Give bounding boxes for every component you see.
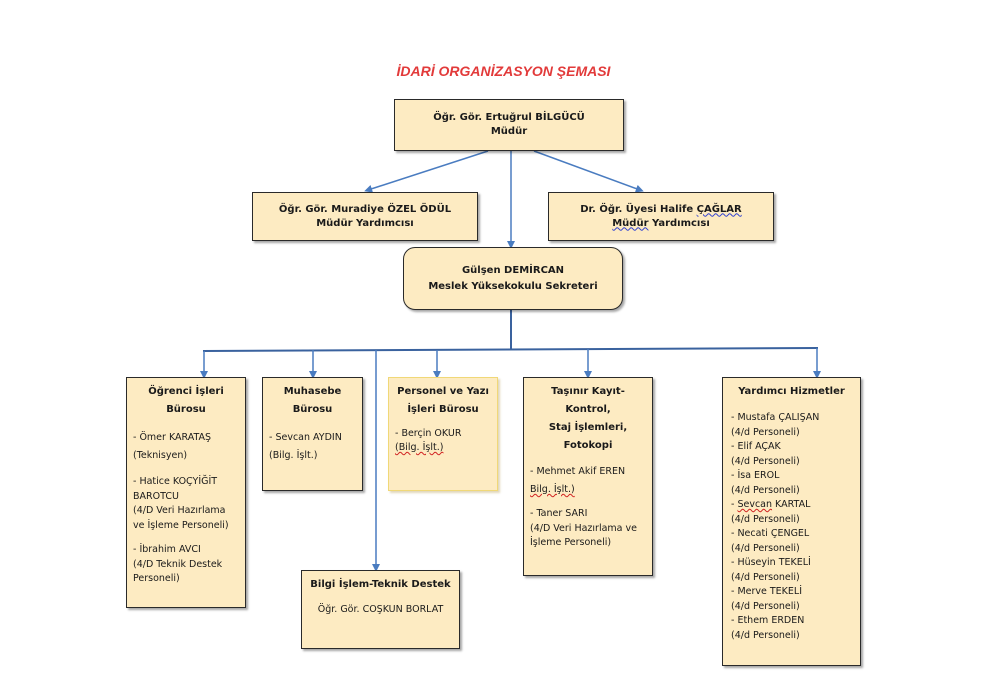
dept-title-line: Taşınır Kayıt-Kontrol, [551,386,625,415]
secretary-role: Meslek Yüksekokulu Sekreteri [428,280,598,292]
dept-title-line: Bürosu [292,404,333,415]
staff-name: - Sevcan AYDIN [269,432,342,443]
staff-detail: (Bilg. İşlt.) [269,450,318,461]
deputy-right-role: Müdür Yardımcısı [612,217,710,231]
director-role: Müdür [490,126,528,137]
staff-name: - Ethem ERDEN [731,615,805,626]
staff-name: - Hatice KOÇYİĞİT BAROTCU [133,476,218,502]
staff-name: Öğr. Gör. COŞKUN BORLAT [317,604,444,615]
dept-title-line: Yardımcı Hizmetler [738,386,845,397]
staff-detail: (4/D Teknik Destek Personeli) [133,558,223,585]
staff-detail: (4/d Personeli) [731,455,800,467]
deputy-right-name-prefix: Dr. Öğr. Üyesi Halife [580,203,697,215]
dept-title-line: Personel ve Yazı [397,386,489,397]
dept-muhasebe: Muhasebe Bürosu - Sevcan AYDIN (Bilg. İş… [262,377,363,491]
secretary-box: Gülşen DEMİRCAN Meslek Yüksekokulu Sekre… [403,247,623,310]
staff-detail: (4/D Veri Hazırlama ve İşleme Personeli) [133,505,229,531]
staff-name: - Berçin OKUR [395,428,462,439]
secretary-name: Gülşen DEMİRCAN [461,264,565,276]
deputy-right-role-first: Müdür [612,217,649,229]
staff-detail: (4/d Personeli) [731,629,800,641]
staff-detail: (4/d Personeli) [731,542,800,554]
dept-ogrenci-isleri: Öğrenci İşleri Bürosu - Ömer KARATAŞ (Te… [126,377,246,608]
staff-name: - Mustafa ÇALIŞAN [731,412,820,423]
dept-yardimci-hizmetler: Yardımcı Hizmetler - Mustafa ÇALIŞAN (4/… [722,377,861,666]
dept-title-line: Muhasebe [283,386,342,397]
director-box: Öğr. Gör. Ertuğrul BİLGÜCÜ Müdür [394,99,624,151]
dept-title-line: Bilgi İşlem-Teknik Destek [310,579,451,590]
dept-personel-yazi: Personel ve Yazı İşleri Bürosu - Berçin … [388,377,498,491]
dept-title-line: Bürosu [166,404,206,415]
staff-name: - Hüseyin TEKELİ [731,557,811,568]
staff-name: - Elif AÇAK [731,441,781,452]
connector-bus [202,347,819,352]
dept-tasinir: Taşınır Kayıt-Kontrol, Staj İşlemleri, F… [523,377,653,576]
staff-detail: (4/d Personeli) [731,484,800,496]
staff-name: - Necati ÇENGEL [731,528,810,539]
staff-name-first: Sevcan [737,499,773,510]
staff-name: - Mehmet Akif EREN [530,466,626,477]
staff-name: - İbrahim AVCI [133,544,201,555]
dept-title-line: İşleri Bürosu [407,404,479,415]
deputy-right-surname: ÇAĞLAR [696,203,742,215]
deputy-left-name: Öğr. Gör. Muradiye ÖZEL ÖDÜL [278,203,452,215]
staff-detail: (4/D Veri Hazırlama ve İşleme Personeli) [530,522,637,549]
staff-name: - Merve TEKELİ [731,586,803,597]
staff-name-rest: KARTAL [772,499,811,510]
director-name: Öğr. Gör. Ertuğrul BİLGÜCÜ [433,112,585,123]
deputy-right-box: Dr. Öğr. Üyesi Halife ÇAĞLAR Müdür Yardı… [548,192,774,241]
deputy-left-box: Öğr. Gör. Muradiye ÖZEL ÖDÜL Müdür Yardı… [252,192,478,241]
connector-director-left-deputy [364,150,489,193]
staff-detail: (4/d Personeli) [731,600,800,612]
staff-name: - İsa EROL [731,470,780,481]
dept-bilgi-islem: Bilgi İşlem-Teknik Destek Öğr. Gör. COŞK… [301,570,460,649]
staff-detail: (4/d Personeli) [731,513,800,525]
staff-detail: (4/d Personeli) [731,426,800,438]
deputy-right-role-rest: Yardımcısı [648,217,710,229]
connector-director-right-deputy [533,150,644,193]
staff-name: - Taner SARI [530,508,588,519]
staff-detail: (4/d Personeli) [731,571,800,583]
staff-detail: (Teknisyen) [133,450,188,461]
deputy-left-role: Müdür Yardımcısı [316,217,414,229]
staff-detail: Bilg. İşlt.) [530,484,575,495]
staff-name: - Sevcan KARTAL [731,498,852,513]
dept-title-line: Öğrenci İşleri [148,386,224,397]
staff-name: - Ömer KARATAŞ [133,432,212,443]
staff-detail: (Bilg. İşlt.) [395,442,444,453]
staff-name-prefix: - [731,499,738,510]
dept-title-line: Staj İşlemleri, [548,422,628,433]
chart-title: İDARİ ORGANİZASYON ŞEMASI [396,63,611,79]
deputy-right-name: Dr. Öğr. Üyesi Halife ÇAĞLAR [580,203,742,217]
dept-title-line: Fotokopi [563,440,613,451]
